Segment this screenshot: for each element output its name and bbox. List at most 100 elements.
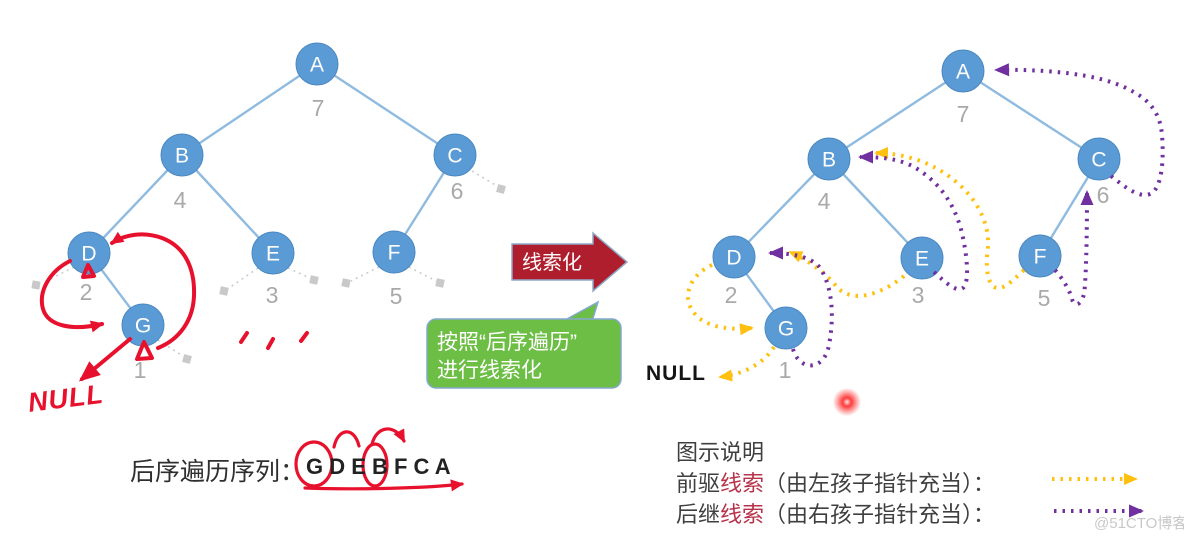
watermark: @51CTO博客 — [1094, 515, 1184, 532]
postorder-sequence: G D E B F C A — [306, 454, 452, 479]
ink-circle-g — [294, 440, 334, 488]
ink-dot-2 — [266, 337, 275, 350]
edge-a-c — [962, 69, 1100, 161]
left-node-g-num: 1 — [134, 357, 147, 383]
ink-circle-b — [361, 442, 389, 488]
left-node-c-num: 6 — [451, 178, 464, 204]
right-node-e-num: 3 — [912, 282, 925, 308]
null-stub-line — [471, 170, 498, 187]
thread-c-to-a — [994, 63, 1165, 197]
thread-f-to-c — [1053, 190, 1094, 307]
right-node-f — [1018, 234, 1062, 278]
ink-triangle-under-g — [135, 340, 154, 361]
right-node-g-num: 1 — [779, 357, 792, 383]
left-node-f-label: F — [388, 241, 401, 264]
legend-succ-keyword: 线索 — [720, 502, 765, 527]
legend-pre-keyword: 线索 — [720, 471, 765, 496]
laser-pointer-dot — [833, 388, 861, 416]
left-tree: A 7 B 4 C 6 D 2 E 3 F 5 G 1 — [31, 42, 506, 383]
left-node-f-num: 5 — [390, 283, 403, 309]
left-node-e-label: E — [266, 242, 280, 265]
right-node-b-label: B — [822, 148, 836, 171]
thread-g-to-d — [768, 246, 834, 368]
thread-e-to-d — [788, 250, 906, 298]
left-node-d-num: 2 — [80, 279, 93, 305]
handwritten-null-label: NULL — [26, 379, 105, 418]
legend-pre-suffix: （由左孩子指针充当）： — [764, 471, 996, 496]
edge-b-d — [733, 158, 830, 258]
ink-loop-into-g — [39, 259, 104, 333]
right-node-b-num: 4 — [818, 188, 831, 214]
legend-succ-prefix: 后继 — [676, 502, 721, 527]
left-node-a-num: 7 — [312, 95, 325, 121]
left-node-c — [433, 133, 477, 177]
callout-line2: 进行线索化 — [437, 359, 542, 382]
null-stub-square — [182, 354, 192, 364]
threading-banner: 线索化 — [511, 231, 629, 293]
edge-b-e — [181, 154, 274, 254]
thread-g-to-null — [718, 345, 776, 382]
null-stub-square — [435, 278, 445, 288]
ink-underline — [303, 479, 464, 492]
left-node-a — [295, 42, 339, 86]
left-node-d — [67, 231, 111, 275]
left-node-a-label: A — [310, 53, 324, 76]
thread-f-to-b — [874, 147, 1026, 290]
left-node-e-num: 3 — [266, 282, 279, 308]
null-stub-line — [228, 267, 259, 289]
legend-succ-suffix: （由右孩子指针充当）： — [764, 502, 996, 527]
edge-b-d — [88, 154, 183, 254]
right-node-a-num: 7 — [957, 101, 970, 127]
right-node-g — [764, 306, 808, 350]
null-label: NULL — [646, 362, 706, 385]
null-stub-square — [341, 278, 351, 288]
left-node-c-label: C — [447, 144, 462, 167]
right-tree-nodes: A 7 B 4 C 6 D 2 E 3 F 5 G 1 — [712, 49, 1121, 383]
ink-arch-2 — [370, 427, 406, 446]
legend-pre-prefix: 前驱 — [676, 471, 721, 496]
left-node-f — [372, 230, 416, 274]
right-node-e-label: E — [915, 247, 929, 270]
banner-label: 线索化 — [522, 251, 582, 274]
left-node-e — [251, 231, 295, 275]
right-node-b — [807, 137, 851, 181]
ink-dot-3 — [299, 331, 309, 343]
edge-a-b — [181, 63, 318, 156]
right-node-a-label: A — [956, 60, 970, 83]
right-node-f-label: F — [1034, 245, 1047, 268]
legend-arrows — [1052, 473, 1144, 518]
edge-a-b — [828, 69, 964, 161]
right-node-d — [712, 235, 756, 279]
left-node-b-num: 4 — [174, 187, 187, 213]
null-stub-square — [309, 275, 319, 285]
edge-a-c — [316, 62, 456, 157]
ink-loop-into-d — [110, 231, 197, 350]
left-node-d-label: D — [81, 242, 96, 265]
callout-bubble: 按照“后序遍历” 进行线索化 — [426, 300, 622, 389]
right-node-c — [1077, 137, 1121, 181]
right-node-c-label: C — [1091, 148, 1106, 171]
ink-arch-1 — [332, 430, 361, 449]
thread-d-to-g — [686, 263, 754, 336]
right-node-c-num: 6 — [1097, 182, 1110, 208]
null-stub-line — [157, 339, 184, 357]
right-node-g-label: G — [778, 317, 794, 340]
left-node-b-label: B — [175, 144, 189, 167]
null-stub-square — [496, 184, 506, 194]
null-stub-line — [350, 266, 380, 282]
postorder-sequence-label: 后序遍历序列： — [130, 458, 306, 486]
null-stub-square — [219, 286, 229, 296]
ink-triangle-under-d — [81, 263, 96, 279]
banner-arrow-shape — [511, 231, 629, 293]
legend: 图示说明 前驱线索（由左孩子指针充当）： 后继线索（由右孩子指针充当）： — [676, 437, 995, 530]
legend-successor-line: 后继线索（由右孩子指针充当）： — [676, 499, 995, 530]
successor-threads — [768, 63, 1165, 368]
ink-null-arrow — [78, 337, 132, 382]
ink-dot-1 — [239, 331, 249, 344]
predecessor-threads — [686, 147, 1026, 382]
left-tree-null-stubs — [31, 170, 506, 364]
callout-line1: 按照“后序遍历” — [437, 331, 577, 354]
sequence-ink-marks — [294, 427, 464, 492]
